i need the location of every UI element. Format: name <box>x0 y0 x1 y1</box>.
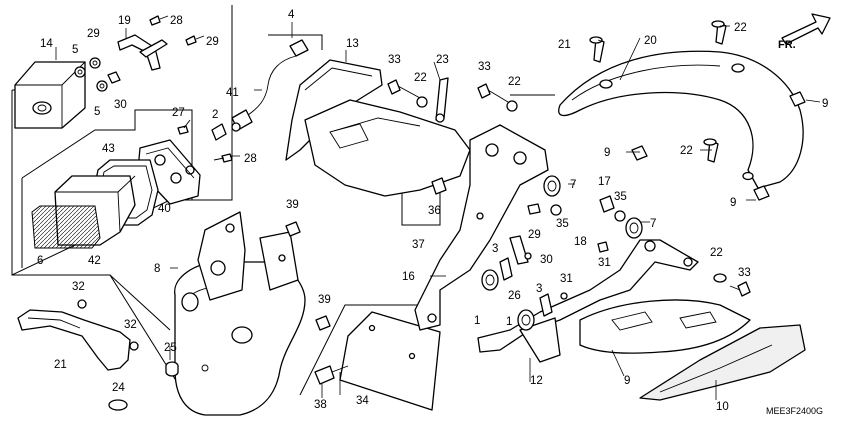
callout-3b: 3 <box>536 283 542 295</box>
callout-26: 26 <box>508 290 521 302</box>
callout-30b: 30 <box>114 99 127 111</box>
part-18-rear-fender <box>558 20 806 201</box>
callout-10: 9 <box>624 375 630 387</box>
callout-15: 16 <box>402 271 415 283</box>
front-label: FR. <box>778 39 796 51</box>
callout-labels: 14 5 29 19 28 29 30 5 4 41 27 2 28 43 40… <box>37 9 828 416</box>
callout-13: 13 <box>346 38 359 50</box>
diagram-code: MEE3F2400G <box>766 406 823 416</box>
callout-28b: 31 <box>598 257 611 269</box>
callout-4: 4 <box>288 9 295 21</box>
callout-14: 12 <box>530 375 543 387</box>
callout-41: 41 <box>226 87 239 99</box>
callout-3: 3 <box>492 243 498 255</box>
callout-34: 34 <box>356 395 369 407</box>
callout-43: 43 <box>102 143 115 155</box>
callout-32b: 32 <box>124 319 137 331</box>
front-direction-arrow <box>781 13 831 45</box>
callout-27: 27 <box>172 107 185 119</box>
callout-40: 40 <box>158 203 171 215</box>
callout-21c: 22 <box>680 145 693 157</box>
callout-33: 33 <box>388 54 401 66</box>
part-19-reflector <box>14 61 86 129</box>
callout-39: 39 <box>286 199 299 211</box>
callout-21b: 22 <box>734 22 747 34</box>
part-10-lower-guard <box>579 299 751 354</box>
callout-31: 30 <box>540 254 553 266</box>
callout-35: 35 <box>556 218 569 230</box>
callout-16: 17 <box>598 176 611 188</box>
bolts-33 <box>387 79 751 297</box>
callout-29: 28 <box>170 15 183 27</box>
callout-21: 21 <box>558 39 571 51</box>
callout-37: 37 <box>412 239 425 251</box>
callout-16b: 18 <box>574 236 587 248</box>
leader-lines <box>55 22 821 400</box>
callout-33c: 33 <box>738 267 751 279</box>
part-25-grommet <box>165 361 179 377</box>
top-left-fasteners <box>74 15 205 92</box>
part-39-nuts <box>285 221 331 331</box>
callout-20: 21 <box>54 359 67 371</box>
callout-35b: 35 <box>614 191 627 203</box>
callout-22c: 22 <box>710 247 723 259</box>
callout-38: 38 <box>314 399 327 411</box>
callout-24: 24 <box>112 382 125 394</box>
callout-28: 29 <box>528 229 541 241</box>
part-41-wire-harness <box>231 39 309 132</box>
callout-9: 9 <box>822 98 828 110</box>
part-12-lower-cover <box>639 324 806 401</box>
callout-2: 2 <box>212 109 218 121</box>
part-8-rear-housing <box>174 211 306 416</box>
callout-27b: 28 <box>244 153 257 165</box>
callout-42: 42 <box>88 255 101 267</box>
callout-33b: 33 <box>478 61 491 73</box>
callout-9b: 9 <box>604 147 610 159</box>
part-20-stay <box>17 299 139 371</box>
callout-30: 29 <box>87 28 100 40</box>
part-24-cap <box>108 399 128 411</box>
part-36-23-clip <box>431 77 449 195</box>
callout-8: 8 <box>154 263 160 275</box>
callout-23: 23 <box>436 54 449 66</box>
part-6-lens-reflector <box>31 205 101 249</box>
part-15-main-bracket <box>414 124 549 331</box>
callout-36: 36 <box>428 205 441 217</box>
callout-18: 20 <box>644 35 657 47</box>
callout-31b: 31 <box>560 273 573 285</box>
callout-29b: 29 <box>206 36 219 48</box>
callout-7: 7 <box>570 179 576 191</box>
callout-12: 10 <box>716 401 729 413</box>
callout-22b: 22 <box>508 76 521 88</box>
callout-25: 25 <box>164 342 177 354</box>
callout-7b: 7 <box>650 218 656 230</box>
callout-32: 32 <box>72 281 85 293</box>
callout-1b: 1 <box>506 316 512 328</box>
part-34-license-plate <box>314 311 441 411</box>
part-13-inner-guard <box>285 59 471 197</box>
callout-1: 1 <box>474 315 480 327</box>
callout-17: 19 <box>118 15 131 27</box>
callout-6: 6 <box>37 255 43 267</box>
callout-39b: 39 <box>318 294 331 306</box>
small-clips <box>177 119 233 163</box>
grommets-and-dampers <box>481 175 643 331</box>
callout-5: 5 <box>72 44 78 56</box>
callout-9c: 9 <box>730 197 736 209</box>
callout-22: 22 <box>414 72 427 84</box>
callout-19: 14 <box>40 38 53 50</box>
callout-5b: 5 <box>94 106 100 118</box>
